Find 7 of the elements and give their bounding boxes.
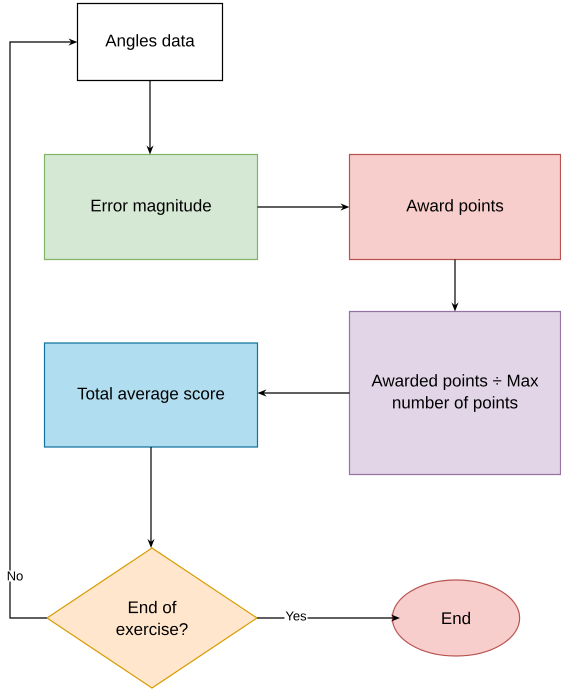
- process-box: Award points: [348, 154, 561, 260]
- process-box: Awarded points ÷ Max number of points: [348, 310, 561, 476]
- edge-label: Yes: [284, 610, 308, 622]
- process-box: Total average score: [44, 342, 258, 448]
- process-box: Error magnitude: [44, 154, 258, 260]
- process-box: Angles data: [76, 2, 224, 82]
- edge-label: No: [6, 570, 24, 582]
